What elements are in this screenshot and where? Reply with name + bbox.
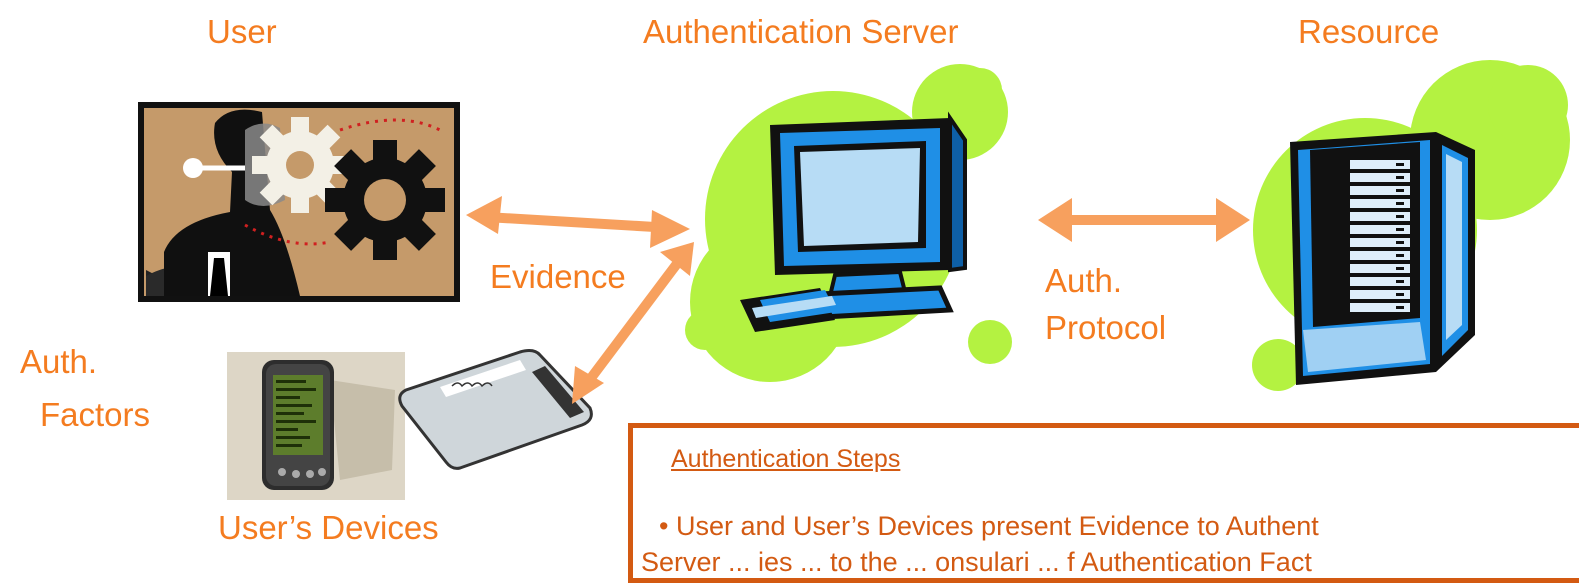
rack-slot xyxy=(1350,238,1410,247)
authentication-step-1-continued: Server ... ies ... to the ... onsulari .… xyxy=(641,547,1312,577)
auth-factors-label-line1: Auth. xyxy=(20,343,98,380)
rack-slot-led xyxy=(1396,176,1404,179)
rack-slot xyxy=(1350,264,1410,273)
rack-slot xyxy=(1350,251,1410,260)
rack-slot xyxy=(1350,160,1410,169)
rack-slot xyxy=(1350,225,1410,234)
auth-protocol-label-line2: Protocol xyxy=(1045,309,1167,346)
rack-slot-led xyxy=(1396,215,1404,218)
rack-slot-led xyxy=(1396,163,1404,166)
rack-slot-led xyxy=(1396,267,1404,270)
computer-clipart xyxy=(740,111,967,332)
rack-slot-led xyxy=(1396,254,1404,257)
authentication-steps-box: Authentication Steps • User and User’s D… xyxy=(628,423,1579,583)
rack-slot xyxy=(1350,186,1410,195)
rack-slot xyxy=(1350,199,1410,208)
evidence-arrow-user xyxy=(466,196,690,248)
rack-slot-led xyxy=(1396,189,1404,192)
server-rack-clipart xyxy=(1290,132,1475,385)
rack-slot-led xyxy=(1396,202,1404,205)
rack-slot xyxy=(1350,212,1410,221)
rack-slot xyxy=(1350,173,1410,182)
diagram-artwork xyxy=(138,60,1570,500)
rack-slot-led xyxy=(1396,306,1404,309)
auth-protocol-arrow xyxy=(1038,198,1250,242)
authentication-step-1: • User and User’s Devices present Eviden… xyxy=(659,511,1319,541)
evidence-label: Evidence xyxy=(490,258,626,295)
rack-slot-led xyxy=(1396,228,1404,231)
rack-slots xyxy=(1350,160,1410,312)
rack-slot xyxy=(1350,290,1410,299)
rack-slot-led xyxy=(1396,293,1404,296)
rack-slot xyxy=(1350,277,1410,286)
auth-factors-label-line2: Factors xyxy=(40,396,151,433)
authentication-steps-title: Authentication Steps xyxy=(671,445,901,473)
rack-slot xyxy=(1350,303,1410,312)
auth-server-label: Authentication Server xyxy=(643,13,959,50)
user-label: User xyxy=(207,13,277,50)
evidence-arrow-devices xyxy=(572,242,694,404)
auth-protocol-label-line1: Auth. xyxy=(1045,262,1123,299)
user-clipart xyxy=(138,102,460,302)
users-devices-clipart xyxy=(227,349,593,500)
users-devices-label: User’s Devices xyxy=(218,509,439,546)
resource-label: Resource xyxy=(1298,13,1440,50)
rack-slot-led xyxy=(1396,241,1404,244)
rack-slot-led xyxy=(1396,280,1404,283)
